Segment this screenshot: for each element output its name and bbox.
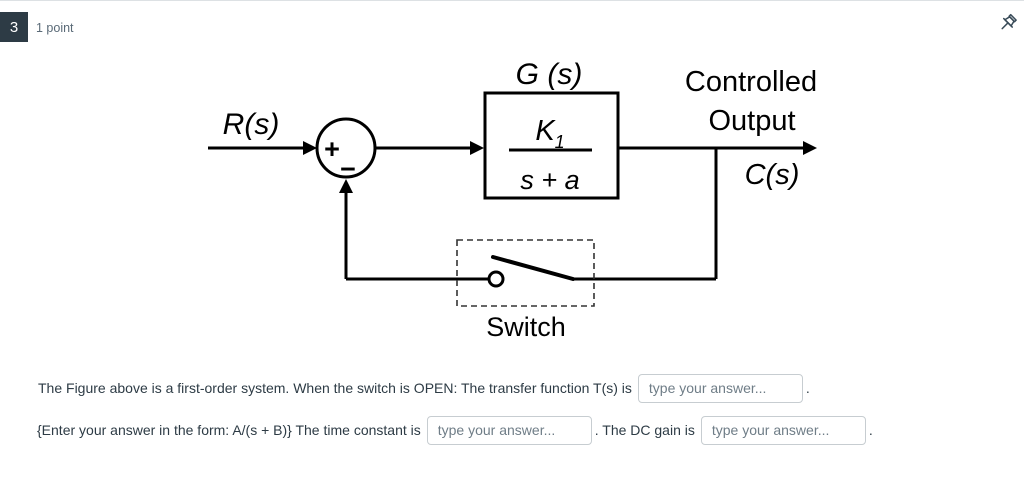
open-switch-symbol [456, 239, 595, 307]
input-signal-label: R(s) [223, 108, 280, 141]
sum-plus-sign: + [324, 134, 340, 164]
question-line-1: The Figure above is a first-order system… [38, 373, 810, 403]
card-top-border [0, 0, 1024, 1]
block-title-label: G (s) [516, 58, 583, 91]
input-signal-line [208, 141, 317, 155]
error-signal-line [375, 141, 484, 155]
question-number-badge: 3 [0, 12, 28, 42]
switch-label: Switch [486, 312, 566, 342]
question-line1-period: . [805, 380, 810, 396]
output-signal-label: C(s) [745, 159, 800, 191]
question-points-label: 1 point [36, 21, 74, 35]
question-line1-text: The Figure above is a first-order system… [38, 380, 632, 396]
block-denominator: s + a [520, 165, 579, 195]
block-numerator: K [535, 115, 556, 147]
question-line2-period: . [868, 422, 873, 438]
answer-input-transfer-function[interactable] [637, 373, 803, 403]
answer-input-dc-gain[interactable] [700, 415, 866, 445]
controlled-output-label-line1: Controlled [685, 66, 817, 98]
svg-text:K1: K1 [535, 115, 564, 152]
output-signal-line [618, 141, 817, 279]
pushpin-icon [1001, 13, 1017, 30]
pin-question-button[interactable] [996, 13, 1020, 37]
summing-junction: + − [315, 117, 377, 184]
transfer-function-block: K1 s + a [483, 91, 620, 200]
question-line-2: {Enter your answer in the form: A/(s + B… [37, 415, 873, 445]
controlled-output-label-line2: Output [708, 105, 795, 137]
question-line2-text: {Enter your answer in the form: A/(s + B… [37, 422, 421, 438]
answer-input-time-constant[interactable] [426, 415, 592, 445]
block-numerator-subscript: 1 [555, 132, 565, 152]
block-diagram: R(s) + − K1 s + a G (s) Controlled Outpu… [208, 58, 817, 342]
feedback-path [339, 179, 716, 281]
question-line2-mid-text: . The DC gain is [594, 422, 695, 438]
sum-minus-sign: − [340, 154, 356, 184]
